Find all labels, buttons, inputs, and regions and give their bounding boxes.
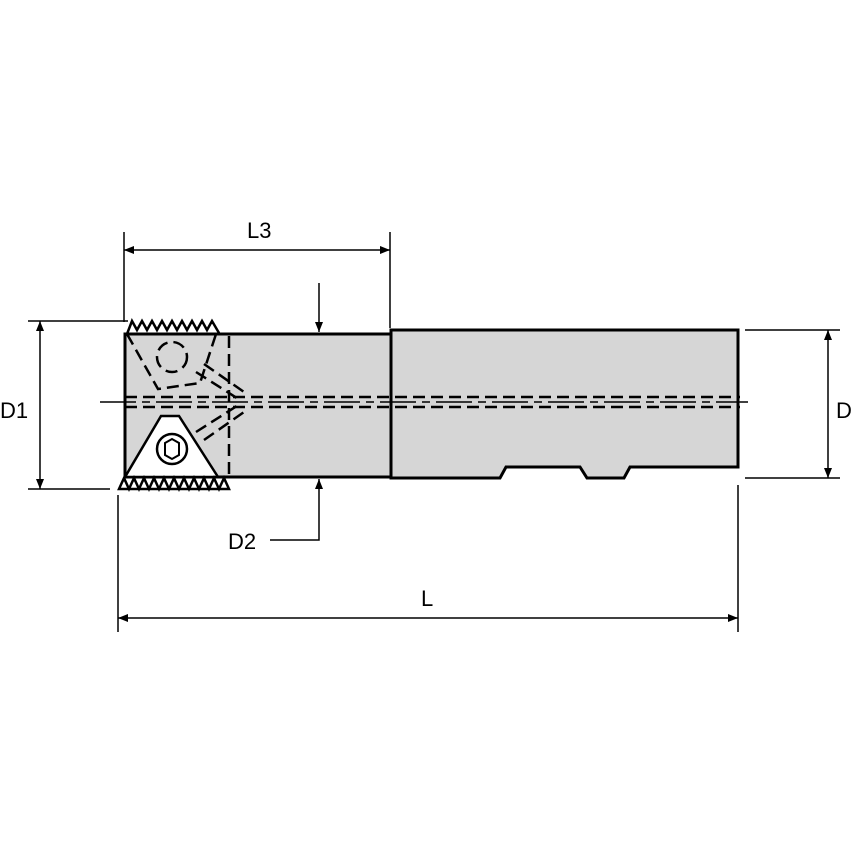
shank (389, 328, 740, 480)
coolant-channels (125, 362, 740, 442)
lower-thread-teeth (117, 474, 231, 493)
screw-icon (155, 432, 189, 466)
label-l3: L3 (247, 218, 271, 243)
lower-insert (117, 414, 231, 493)
label-d2: D2 (228, 529, 256, 554)
label-l: L (421, 586, 433, 611)
d2-arrow-bottom (270, 479, 323, 541)
upper-insert (124, 318, 231, 476)
label-d: D (836, 398, 852, 423)
label-d1: D1 (0, 398, 28, 423)
upper-thread-teeth (125, 318, 221, 335)
